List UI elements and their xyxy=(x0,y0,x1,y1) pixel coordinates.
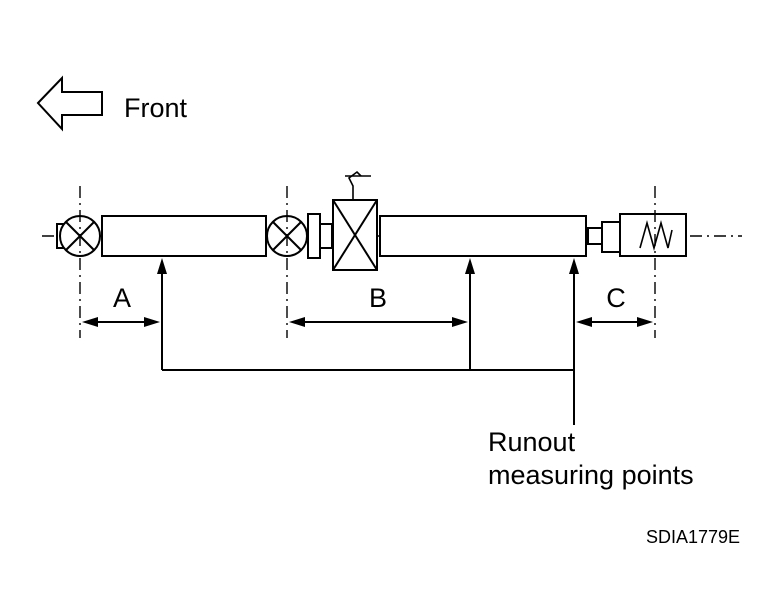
dimension-c-label: C xyxy=(606,283,626,313)
dimension-b-label: B xyxy=(369,283,387,313)
rear-tube xyxy=(379,215,587,257)
dimension-b-arrow xyxy=(289,317,468,327)
figure-code: SDIA1779E xyxy=(646,527,740,547)
front-arrow-icon xyxy=(36,75,103,132)
measuring-point-a-arrow xyxy=(157,258,167,370)
rear-spring-joint-icon xyxy=(619,213,687,257)
dimension-a-label: A xyxy=(113,283,131,313)
measuring-point-b-arrow xyxy=(465,258,475,370)
center-bearing-icon xyxy=(332,170,378,271)
center-yoke xyxy=(307,213,333,259)
measuring-point-c-arrow xyxy=(569,258,579,425)
callout-line-1: Runout xyxy=(488,427,576,457)
callout-line-2: measuring points xyxy=(488,460,694,490)
rear-stub-shaft xyxy=(587,221,621,253)
front-label: Front xyxy=(124,93,188,123)
front-tube xyxy=(101,215,267,257)
dimension-c-arrow xyxy=(576,317,653,327)
dimension-a-arrow xyxy=(82,317,160,327)
